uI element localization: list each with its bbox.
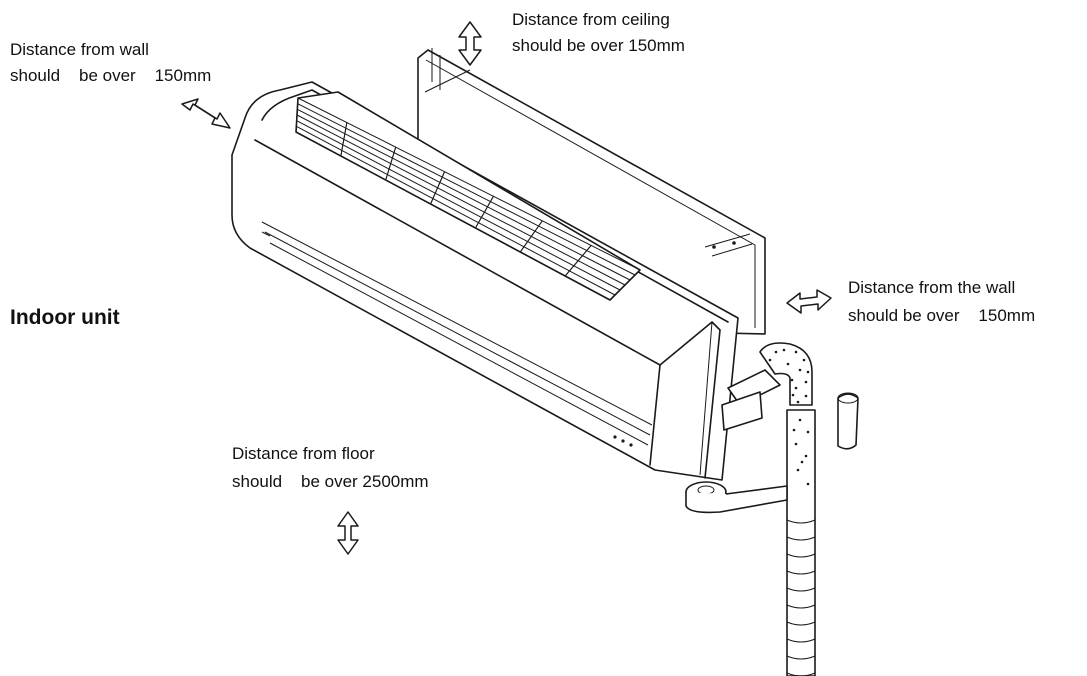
insulation-speckle — [804, 394, 808, 398]
insulation-speckle — [798, 418, 802, 422]
grille-slat — [297, 103, 347, 129]
insulation-speckle — [806, 430, 810, 434]
floor-clearance-label-line2: should be over 2500mm — [232, 472, 429, 491]
right-wall-clearance-label-line1: Distance from the wall — [848, 278, 1016, 297]
insulation-speckle — [806, 482, 810, 486]
grille-slat — [296, 120, 344, 146]
grille-slat — [435, 192, 482, 218]
grille-slat — [342, 144, 390, 170]
hose-ring — [786, 672, 816, 676]
hose-ring — [786, 570, 816, 575]
grille-slat — [487, 206, 536, 232]
grille-slat — [527, 241, 575, 267]
insulation-speckle — [794, 442, 798, 446]
grille-slat — [341, 149, 388, 175]
grille-slat — [432, 198, 479, 224]
hose-ring — [786, 519, 816, 524]
grille-slat — [345, 127, 395, 154]
grille-slat — [390, 163, 438, 189]
grille-slat — [478, 222, 525, 248]
insulation-speckle — [802, 358, 806, 362]
insulation-speckle — [798, 368, 802, 372]
grille-slat — [523, 246, 570, 272]
grille-slat — [297, 108, 346, 135]
double-arrow-vertical-icon — [458, 21, 482, 66]
right-wall-clearance-label-line2: should be over 150mm — [848, 306, 1036, 325]
hose-ring — [786, 536, 816, 541]
insulation-speckle — [791, 393, 795, 397]
grille-slat — [343, 138, 391, 165]
grille-slat — [392, 157, 441, 183]
insulation-speckle — [804, 454, 808, 458]
insulation-speckle — [794, 350, 798, 354]
pipe-assembly — [685, 342, 859, 676]
grille-slat — [538, 225, 588, 251]
grille-slat — [344, 133, 393, 159]
intake-grille — [295, 91, 641, 301]
indoor-unit-body — [231, 81, 739, 481]
hose-ring — [786, 604, 816, 609]
insulation-speckle — [800, 460, 804, 464]
hose-ring — [786, 621, 816, 626]
grille-slat — [442, 176, 491, 203]
hose-ring — [786, 587, 816, 592]
indoor-unit-title: Indoor unit — [10, 306, 120, 329]
insulation-speckle — [792, 428, 796, 432]
insulation-speckle — [804, 380, 808, 384]
ceiling-clearance-label-line1: Distance from ceiling — [512, 10, 670, 29]
hose-ring — [786, 638, 816, 643]
grille-slat — [573, 265, 621, 291]
insulation-speckle — [796, 400, 800, 404]
grille-slat — [439, 182, 488, 208]
grille-slat — [296, 125, 343, 151]
double-arrow-diagonal-icon — [181, 98, 231, 129]
grille-slat — [296, 114, 345, 140]
grille-slat — [586, 250, 636, 276]
grille-slat — [388, 168, 436, 194]
insulation-speckle — [796, 468, 800, 472]
double-arrow-vertical-icon — [337, 511, 359, 555]
insulation-speckle — [774, 350, 778, 354]
grille-slat — [481, 216, 528, 243]
grille-slat — [577, 260, 626, 286]
insulation-speckle — [806, 370, 810, 374]
insulation-speckle — [768, 358, 772, 362]
grille-slat — [490, 201, 539, 227]
grille-slat — [582, 255, 631, 281]
wall-clearance-label-line2: should be over 150mm — [10, 66, 212, 85]
wall-clearance-label-line1: Distance from wall — [10, 40, 149, 59]
grille-slat — [393, 152, 443, 178]
double-arrow-horizontal-icon — [786, 289, 832, 314]
hose-ring — [786, 553, 816, 558]
insulation-speckle — [786, 362, 790, 366]
insulation-speckle — [790, 378, 794, 382]
hose-ring — [786, 655, 816, 660]
grille-slat — [531, 235, 579, 262]
grille-slat — [534, 230, 583, 257]
floor-clearance-label-line1: Distance from floor — [232, 444, 375, 463]
grille-slat — [569, 270, 616, 296]
grille-slat — [437, 187, 485, 213]
ceiling-clearance-label-line2: should be over 150mm — [512, 36, 685, 55]
grille-slat — [387, 174, 434, 200]
insulation-speckle — [794, 386, 798, 390]
grille-slat — [484, 211, 532, 237]
insulation-speckle — [782, 348, 786, 352]
